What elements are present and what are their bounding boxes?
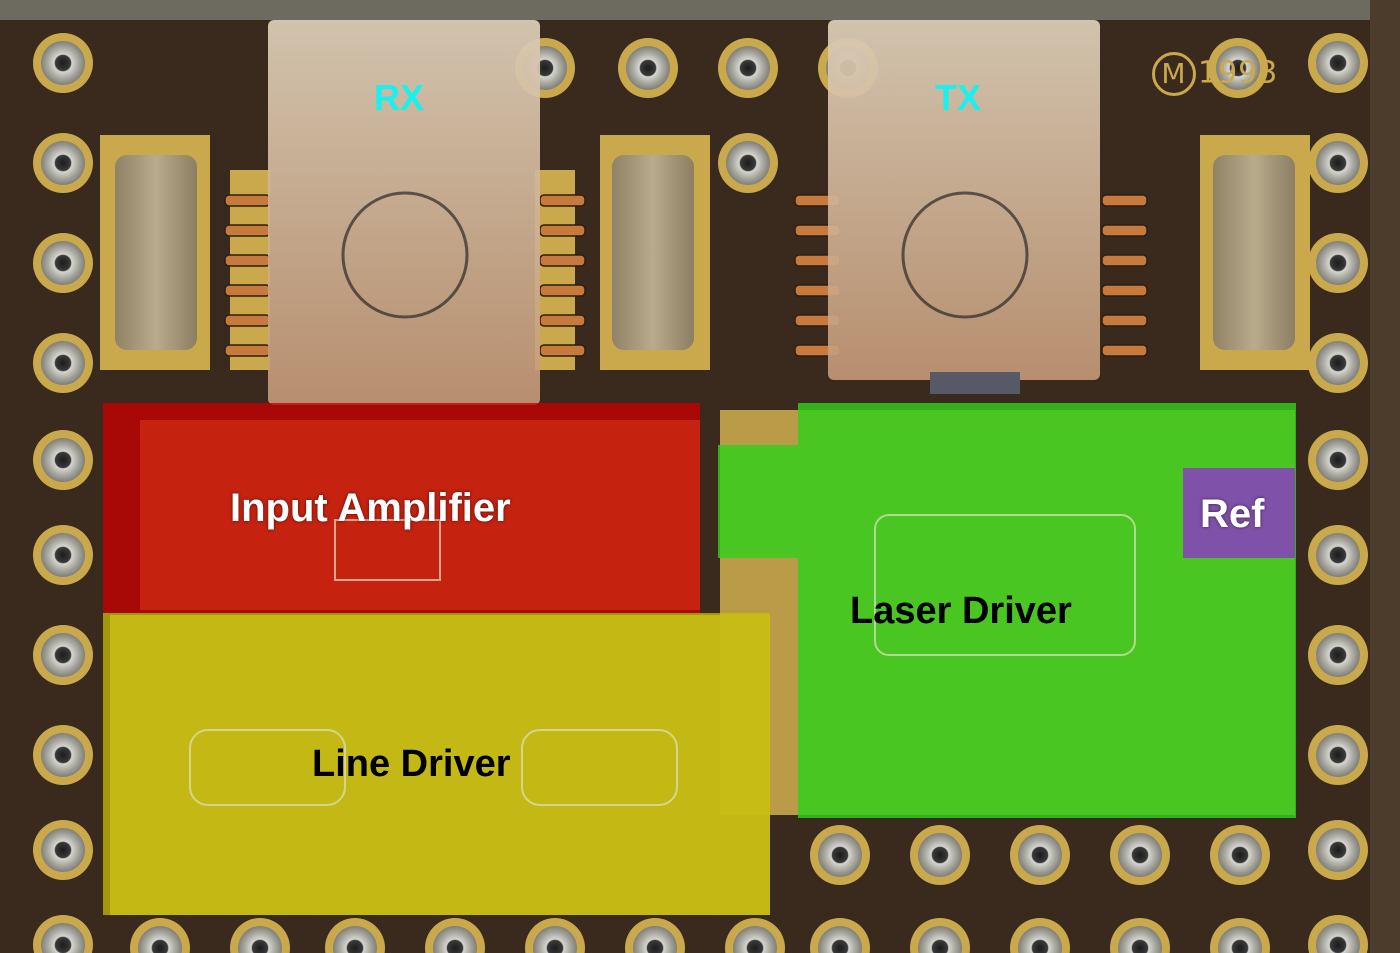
pin-hole <box>33 333 93 393</box>
pin-hole <box>33 233 93 293</box>
pin-hole <box>810 825 870 885</box>
pin-hole <box>33 525 93 585</box>
pin-hole <box>1308 233 1368 293</box>
year-code: 1993 <box>1198 55 1279 91</box>
line-driver-label: Line Driver <box>312 743 511 785</box>
tx-package <box>794 20 1148 394</box>
pin-hole <box>910 918 970 953</box>
pin-hole <box>33 725 93 785</box>
pin-hole <box>1308 525 1368 585</box>
pin-hole <box>1308 625 1368 685</box>
laser-driver-label: Laser Driver <box>850 590 1072 632</box>
pin-hole <box>810 918 870 953</box>
ref-region <box>1183 468 1295 558</box>
pin-hole <box>33 915 93 953</box>
pin-hole <box>525 918 585 953</box>
capacitors <box>100 135 1310 370</box>
pin-hole <box>325 918 385 953</box>
pin-hole <box>1308 333 1368 393</box>
ref-label: Ref <box>1200 492 1265 536</box>
pin-hole <box>618 38 678 98</box>
pin-hole <box>1110 825 1170 885</box>
line-driver-region <box>103 613 770 915</box>
pin-hole <box>1308 33 1368 93</box>
pin-hole <box>1308 133 1368 193</box>
pin-hole <box>725 918 785 953</box>
pin-hole <box>718 133 778 193</box>
pin-hole <box>1210 918 1270 953</box>
pin-hole <box>425 918 485 953</box>
pin-hole <box>130 918 190 953</box>
pin-hole <box>1308 725 1368 785</box>
laser-driver-region <box>718 403 1296 818</box>
pin-hole <box>1110 918 1170 953</box>
pin-hole <box>1210 825 1270 885</box>
pin-hole <box>33 625 93 685</box>
pin-hole <box>1208 38 1268 98</box>
pin-hole <box>910 825 970 885</box>
pin-hole <box>1010 825 1070 885</box>
rx-package <box>224 20 586 405</box>
pin-hole <box>33 133 93 193</box>
pin-hole <box>1308 820 1368 880</box>
input-amplifier-label: Input Amplifier <box>230 486 511 530</box>
pin-hole <box>1308 915 1368 953</box>
pin-hole <box>718 38 778 98</box>
tx-label: TX <box>935 77 982 118</box>
pin-hole <box>625 918 685 953</box>
rx-label: RX <box>374 77 425 118</box>
pin-hole <box>33 33 93 93</box>
logo-m: M <box>1152 52 1196 96</box>
pin-hole <box>230 918 290 953</box>
pin-hole <box>1010 918 1070 953</box>
pin-hole <box>1308 430 1368 490</box>
pin-hole <box>33 820 93 880</box>
input-amplifier-region <box>103 403 700 613</box>
pin-hole <box>33 430 93 490</box>
